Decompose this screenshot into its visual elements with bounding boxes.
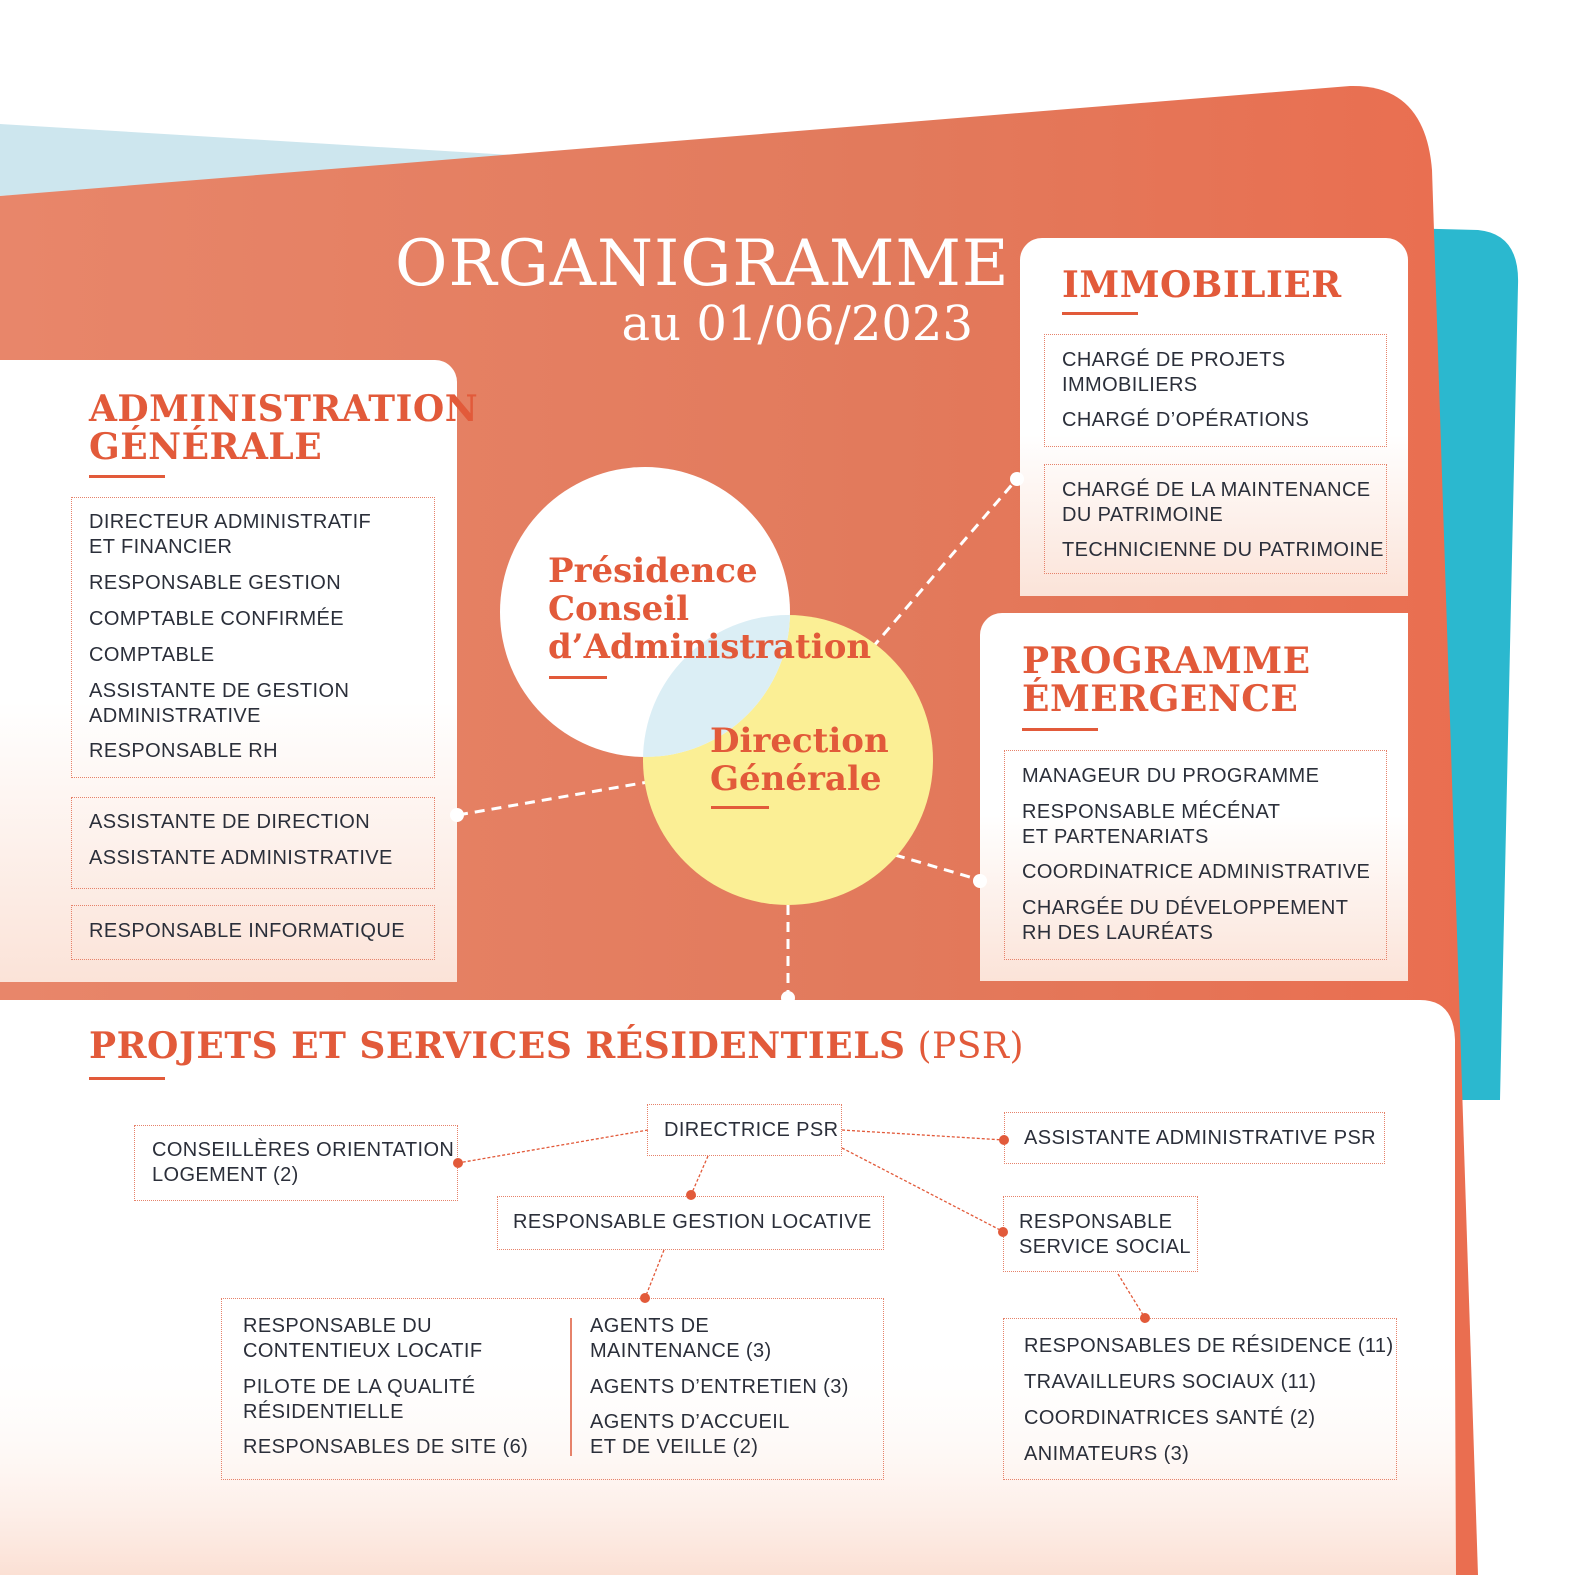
admin-item: ASSISTANTE DE GESTION ADMINISTRATIVE — [89, 680, 350, 727]
page-subtitle: au 01/06/2023 — [621, 296, 973, 352]
connector-admin — [457, 780, 649, 817]
admin-item: RESPONSABLE GESTION — [89, 572, 342, 594]
directrice-label: DIRECTRICE PSR — [664, 1119, 839, 1141]
locative-item: RESPONSABLE DU CONTENTIEUX LOCATIF — [243, 1315, 483, 1362]
presidence-underline — [549, 676, 607, 679]
programme-item: MANAGEUR DU PROGRAMME — [1022, 765, 1320, 787]
locative-team-dot — [640, 1293, 650, 1303]
service-social-dot — [998, 1227, 1008, 1237]
locative-team-box — [221, 1298, 884, 1480]
social-item: COORDINATRICES SANTÉ (2) — [1024, 1407, 1316, 1429]
locative-team-divider — [570, 1318, 572, 1456]
psr-underline — [89, 1077, 165, 1080]
programme-underline — [1022, 728, 1098, 731]
social-item: RESPONSABLES DE RÉSIDENCE (11) — [1024, 1335, 1394, 1357]
locative-item: AGENTS D’ENTRETIEN (3) — [590, 1376, 849, 1398]
page-title: ORGANIGRAMME — [395, 227, 1010, 301]
programme-group — [1004, 750, 1387, 960]
admin-title: ADMINISTRATION GÉNÉRALE — [89, 388, 479, 468]
locative-item: AGENTS D’ACCUEIL ET DE VEILLE (2) — [590, 1411, 790, 1458]
social-team-dot — [1140, 1313, 1150, 1323]
assistante-psr-dot — [999, 1135, 1009, 1145]
immobilier-item: CHARGÉ D’OPÉRATIONS — [1062, 409, 1310, 431]
admin-item: ASSISTANTE ADMINISTRATIVE — [89, 847, 393, 869]
locative-item: AGENTS DE MAINTENANCE (3) — [590, 1315, 772, 1362]
immobilier-item: CHARGÉ DE LA MAINTENANCE DU PATRIMOINE — [1062, 479, 1371, 526]
light-blue-band — [0, 124, 560, 196]
admin-group-1 — [71, 497, 435, 778]
immobilier-title: IMMOBILIER — [1062, 264, 1342, 306]
conseilleres-dot — [453, 1158, 463, 1168]
connector-immobilier — [870, 479, 1018, 649]
programme-title: PROGRAMME ÉMERGENCE — [1022, 640, 1311, 720]
immobilier-underline — [1062, 312, 1138, 315]
psr-title-suffix: (PSR) — [917, 1026, 1025, 1067]
conseilleres-label: CONSEILLÈRES ORIENTATION LOGEMENT (2) — [152, 1139, 455, 1186]
admin-item: COMPTABLE CONFIRMÉE — [89, 608, 345, 630]
connector-programme — [894, 853, 981, 882]
psr-title: PROJETS ET SERVICES RÉSIDENTIELS (PSR) — [89, 1026, 1024, 1067]
gestion-locative-label: RESPONSABLE GESTION LOCATIVE — [513, 1211, 872, 1233]
immobilier-item: TECHNICIENNE DU PATRIMOINE — [1062, 539, 1384, 561]
immobilier-connector-dot — [1010, 472, 1024, 486]
programme-connector-dot — [973, 874, 987, 888]
social-team-box — [1003, 1318, 1397, 1480]
admin-group-3 — [71, 905, 435, 960]
immobilier-group-2 — [1044, 464, 1387, 574]
programme-item: CHARGÉE DU DÉVELOPPEMENT RH DES LAURÉATS — [1022, 897, 1349, 944]
admin-connector-dot — [450, 808, 464, 822]
immobilier-card — [1020, 238, 1408, 596]
psr-connector-dot — [781, 991, 795, 1005]
assistante-psr-label: ASSISTANTE ADMINISTRATIVE PSR — [1024, 1127, 1377, 1149]
programme-card — [980, 613, 1408, 981]
psr-title-main: PROJETS ET SERVICES RÉSIDENTIELS — [89, 1025, 906, 1067]
locative-item: PILOTE DE LA QUALITÉ RÉSIDENTIELLE — [243, 1376, 476, 1423]
programme-item: RESPONSABLE MÉCÉNAT ET PARTENARIATS — [1022, 801, 1281, 848]
immobilier-item: CHARGÉ DE PROJETS IMMOBILIERS — [1062, 349, 1286, 396]
direction-underline — [711, 806, 769, 809]
admin-item: RESPONSABLE INFORMATIQUE — [89, 920, 405, 942]
admin-item: COMPTABLE — [89, 644, 215, 666]
admin-card — [0, 360, 457, 982]
service-social-label: RESPONSABLE SERVICE SOCIAL — [1019, 1211, 1191, 1258]
admin-underline — [89, 475, 165, 478]
social-item: TRAVAILLEURS SOCIAUX (11) — [1024, 1371, 1317, 1393]
locative-item: RESPONSABLES DE SITE (6) — [243, 1436, 529, 1458]
programme-item: COORDINATRICE ADMINISTRATIVE — [1022, 861, 1371, 883]
directrice-box — [647, 1104, 842, 1156]
social-item: ANIMATEURS (3) — [1024, 1443, 1190, 1465]
immobilier-group-1 — [1044, 334, 1387, 447]
admin-item: RESPONSABLE RH — [89, 740, 278, 762]
direction-label: Direction Générale — [710, 721, 889, 799]
presidence-label: Présidence Conseil d’Administration — [548, 551, 872, 667]
admin-item: ASSISTANTE DE DIRECTION — [89, 811, 371, 833]
admin-item: DIRECTEUR ADMINISTRATIF ET FINANCIER — [89, 511, 372, 558]
gestion-locative-dot — [686, 1190, 696, 1200]
admin-group-2 — [71, 797, 435, 889]
